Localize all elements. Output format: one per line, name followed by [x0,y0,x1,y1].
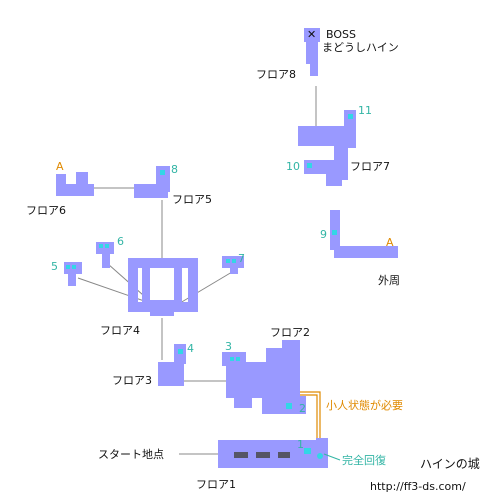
mini-status-note: 小人状態が必要 [326,398,403,412]
boss-marker-icon: ✕ [307,28,316,41]
floor-7-label: フロア7 [350,160,390,173]
boss-label: BOSS [326,28,356,41]
floor-1-rooms [218,438,328,468]
recovery-pointer [323,453,341,461]
floor-8-rooms: ✕ [304,28,320,76]
map-title: ハインの城 [420,457,480,471]
chest-number-7: 7 [238,252,245,265]
recovery-label: 完全回復 [342,453,386,467]
chest-number-2: 2 [299,402,306,415]
floor-3-rooms [158,344,186,386]
chest-number-6: 6 [117,235,124,248]
recovery-spring [317,453,323,459]
chest-number-9: 9 [320,228,327,241]
entrance-a-outer: A [386,236,394,249]
chest-number-11: 11 [358,104,372,117]
path-f4-chest5 [77,277,151,304]
site-url: http://ff3-ds.com/ [370,480,466,493]
chest-number-8: 8 [171,163,178,176]
outer-label: 外周 [378,274,400,287]
chest-number-10: 10 [286,160,300,173]
chest-number-1: 1 [297,438,304,451]
chest-number-4: 4 [187,342,194,355]
floor-1-label: フロア1 [196,478,236,491]
floor-8-label: フロア8 [256,68,296,81]
chest-1 [304,448,311,454]
floor-3-label: フロア3 [112,374,152,387]
floor-6-rooms [56,172,94,196]
boss-name: まどうしハイン [322,41,399,54]
entrance-a-floor-6: A [56,160,64,173]
path-mini-shortcut-2 [300,394,318,440]
floor-7-rooms [298,110,356,186]
floor-4-rooms [64,242,244,316]
chest-number-5: 5 [51,260,58,273]
floor-2-rooms [222,340,306,414]
floor-2-label: フロア2 [270,326,310,339]
outer-rooms [330,210,398,258]
floor-6-label: フロア6 [26,204,66,217]
floor-5-rooms [134,166,170,198]
path-f4-chest7 [179,271,233,304]
chest-number-3: 3 [225,340,232,353]
floor-4-label: フロア4 [100,324,140,337]
floor-5-label: フロア5 [172,193,212,206]
start-point-label: スタート地点 [98,448,164,461]
